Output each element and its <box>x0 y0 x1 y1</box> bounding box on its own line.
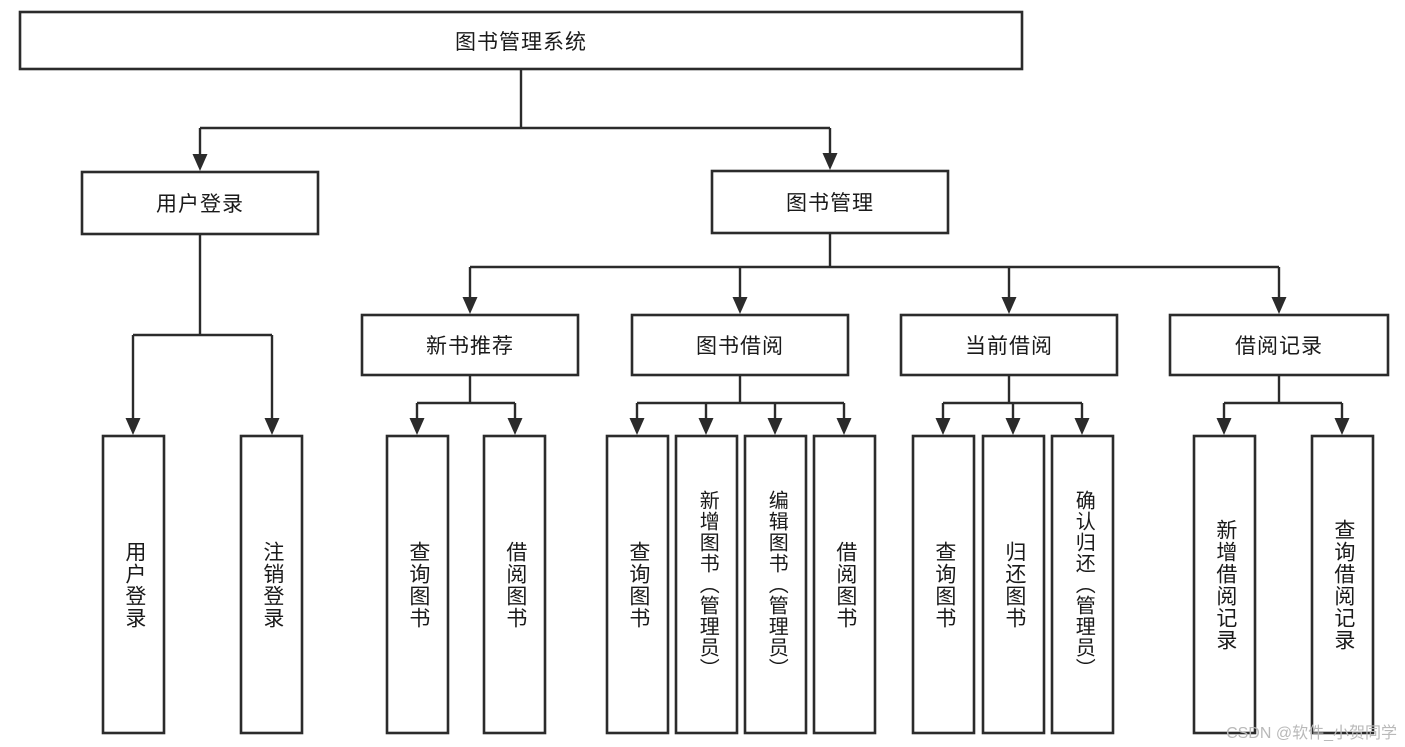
arrow-head-bm-to-current <box>1001 297 1017 314</box>
arrow-head-borrow-to-c1 <box>629 418 645 435</box>
node-box-book-borrow[interactable] <box>630 313 850 377</box>
node-box-current-borrow[interactable] <box>899 313 1119 377</box>
arrow-head-record-to-c2 <box>1334 418 1350 435</box>
node-box-new-book-recommend[interactable] <box>360 313 580 377</box>
node-box-leaf-query-book-3[interactable] <box>911 434 976 735</box>
arrow-head-borrow-to-c2 <box>698 418 714 435</box>
arrow-head-login-to-l2 <box>264 418 280 435</box>
arrow-head-borrow-to-c4 <box>836 418 852 435</box>
node-box-leaf-user-logout[interactable] <box>239 434 304 735</box>
arrow-head-root-to-bookmgmt <box>822 153 838 170</box>
arrow-head-current-to-c1 <box>935 418 951 435</box>
node-box-leaf-query-book-2[interactable] <box>605 434 670 735</box>
node-box-root[interactable] <box>18 10 1024 71</box>
arrow-head-current-to-c3 <box>1074 418 1090 435</box>
node-box-leaf-return-book[interactable] <box>981 434 1046 735</box>
csdn-watermark: CSDN @软件_小贺同学 <box>1226 725 1397 742</box>
arrow-head-current-to-c2 <box>1005 418 1021 435</box>
connector-layer <box>125 69 1350 435</box>
node-box-leaf-add-book-admin[interactable] <box>674 434 739 735</box>
node-box-leaf-user-login[interactable] <box>101 434 166 735</box>
node-box-leaf-query-borrow-record[interactable] <box>1310 434 1375 735</box>
node-box-leaf-query-book-1[interactable] <box>385 434 450 735</box>
node-box-leaf-confirm-return-admin[interactable] <box>1050 434 1115 735</box>
arrow-head-new-to-c1 <box>409 418 425 435</box>
node-box-leaf-borrow-book-2[interactable] <box>812 434 877 735</box>
node-box-book-management[interactable] <box>710 169 950 235</box>
arrow-head-record-to-c1 <box>1216 418 1232 435</box>
node-box-borrow-record[interactable] <box>1168 313 1390 377</box>
node-box-leaf-add-borrow-record[interactable] <box>1192 434 1257 735</box>
arrow-head-new-to-c2 <box>507 418 523 435</box>
arrow-head-bm-to-new <box>462 297 478 314</box>
node-box-leaf-edit-book-admin[interactable] <box>743 434 808 735</box>
node-box-user-login[interactable] <box>80 170 320 236</box>
arrow-head-borrow-to-c3 <box>767 418 783 435</box>
arrow-head-bm-to-record <box>1271 297 1287 314</box>
arrow-head-bm-to-borrow <box>732 297 748 314</box>
arrow-head-login-to-l1 <box>125 418 141 435</box>
arrow-head-root-to-login <box>192 154 208 171</box>
node-box-leaf-borrow-book-1[interactable] <box>482 434 547 735</box>
node-box-layer <box>18 10 1390 735</box>
